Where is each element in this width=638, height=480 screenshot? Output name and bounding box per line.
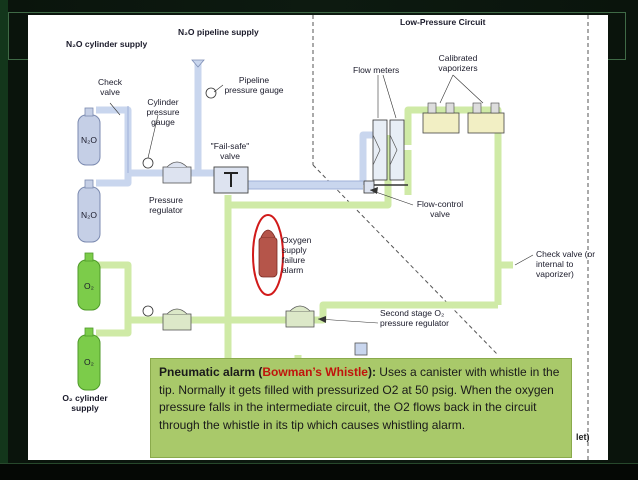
gauges — [142, 87, 217, 317]
o2-cylinder-gauge — [142, 305, 154, 317]
label-o2-cylinder-supply: O₂ cylinder supply — [62, 393, 108, 413]
flow-meters — [368, 119, 408, 186]
o2-pipe-cyl2 — [96, 320, 132, 337]
cylinder-label-n2o-2: N₂O — [80, 210, 98, 220]
second-stage-arrow — [318, 316, 326, 323]
o2-pipe-cyl1 — [96, 261, 298, 324]
flow-control-valve — [363, 180, 375, 194]
calibrated-vaporizers — [422, 102, 505, 134]
label-pressure-regulator: Pressure regulator — [148, 195, 183, 215]
slide-bottom-bar — [0, 463, 638, 480]
label-partial: let) — [576, 432, 590, 442]
label-fail-safe-valve: "Fail-safe" valve — [210, 141, 250, 161]
o2-cylinder-2 — [77, 327, 101, 391]
label-flow-control-valve: Flow-control valve — [416, 199, 464, 219]
n2o-cylinder-2 — [77, 179, 101, 243]
o2-pressure-regulator — [162, 308, 192, 331]
n2o-pipe-cyl2 — [96, 173, 132, 187]
callout-title: Pneumatic alarm — [159, 365, 256, 379]
flow-control-arrow — [370, 187, 378, 194]
slide-left-accent — [0, 0, 8, 479]
pneumatic-alarm-callout: Pneumatic alarm (Bowman’s Whistle): Uses… — [150, 358, 572, 458]
label-n2o-cylinder-supply: N₂O cylinder supply — [66, 39, 148, 49]
label-flow-meters: Flow meters — [353, 65, 400, 75]
cylinder-label-o2-1: O₂ — [84, 281, 94, 291]
n2o-cylinder-1 — [77, 107, 101, 166]
label-check-valve-right: Check valve (or internal to vaporizer) — [536, 249, 596, 279]
label-second-stage-regulator: Second stage O₂ pressure regulator — [380, 308, 449, 328]
label-pipeline-pressure-gauge: Pipeline pressure gauge — [224, 75, 284, 95]
alarm-highlight-ring — [252, 214, 284, 296]
second-stage-regulator — [285, 305, 315, 328]
diagram-drawing — [77, 15, 589, 460]
oxygen-alarm-canister — [258, 229, 278, 278]
anesthesia-machine-diagram: N₂O cylinder supply N₂O pipeline supply … — [28, 15, 608, 460]
label-cylinder-pressure-gauge: Cylinder pressure gauge — [146, 97, 180, 127]
cylinder-label-n2o-1: N₂O — [80, 135, 98, 145]
label-calibrated-vaporizers: Calibrated vaporizers — [438, 53, 478, 73]
leader-lines — [109, 74, 534, 324]
callout-text: Uses a canister with whistle in the tip.… — [159, 365, 560, 432]
o2-right-run — [494, 261, 513, 305]
fail-safe-valve — [213, 166, 249, 194]
o2-cylinder-1 — [77, 252, 101, 311]
callout-close-paren: ): — [367, 365, 380, 379]
low-pressure-boundary-diagonal — [312, 164, 499, 356]
n2o-to-flowmeter — [359, 131, 373, 185]
bottom-valve — [354, 342, 368, 356]
n2o-cylinder-gauge — [142, 157, 154, 169]
callout-open-paren: ( — [255, 365, 263, 379]
pipeline-inlet-arrow — [191, 59, 205, 68]
label-low-pressure-circuit: Low-Pressure Circuit — [400, 17, 486, 27]
n2o-pressure-regulator — [162, 161, 192, 184]
callout-highlight: Bowman’s Whistle — [262, 365, 368, 379]
pipeline-pressure-gauge — [205, 87, 217, 99]
label-n2o-pipeline-supply: N₂O pipeline supply — [178, 27, 259, 37]
cylinder-label-o2-2: O₂ — [84, 357, 94, 367]
o2-to-failsafe — [228, 135, 392, 209]
label-oxygen-supply-failure-alarm: Oxygen supply failure alarm — [282, 235, 312, 275]
label-check-valve-top: Check valve — [97, 77, 123, 97]
